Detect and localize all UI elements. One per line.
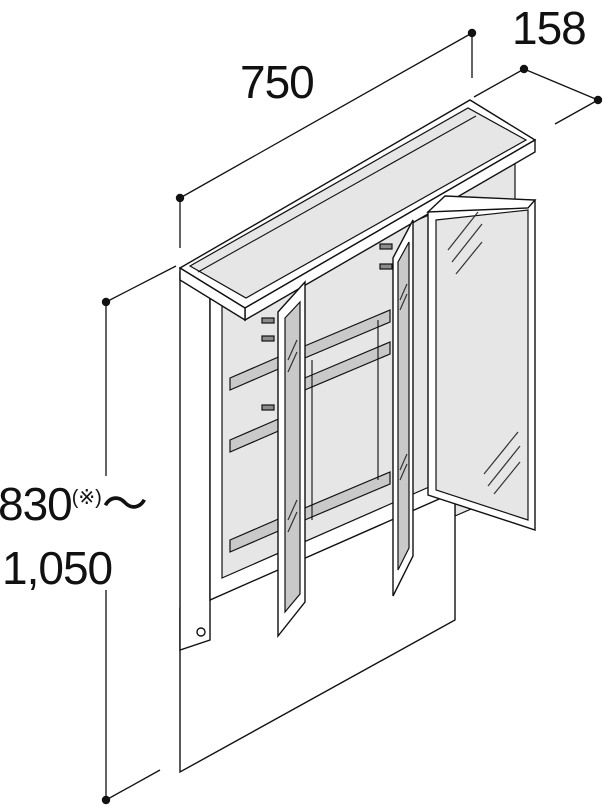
height-dim-endpoint-top [101, 297, 111, 307]
depth-dim-endpoint-left [519, 64, 529, 74]
right-door-top-edge [426, 195, 537, 213]
peg-2 [261, 335, 275, 342]
right-door-mirror [435, 209, 529, 521]
depth-dimension: 158 [473, 2, 603, 125]
peg-3 [261, 404, 275, 411]
height-label-max: 1,050 [2, 542, 112, 594]
depth-dim-endpoint-right [593, 95, 603, 105]
center-door-mirror [397, 241, 410, 571]
center-shelves [299, 309, 391, 523]
width-dimension: 750 [175, 28, 477, 248]
peg-1 [261, 317, 275, 324]
width-dim-endpoint-left [175, 193, 185, 203]
width-dim-endpoint-right [467, 28, 477, 38]
left-door-mirror [284, 300, 301, 614]
outlet-icon [196, 627, 206, 637]
shelf-pegs [261, 243, 393, 411]
top-crown-side [179, 266, 246, 322]
top-crown-inner [188, 107, 528, 299]
right-door-reflection [447, 211, 521, 495]
width-label: 750 [240, 56, 314, 108]
height-dim-endpoint-bottom [101, 795, 111, 805]
height-dimension: 830(※)～ 1,050 [0, 265, 177, 805]
cabinet [178, 99, 537, 774]
height-label-min: 830(※)～ [0, 478, 147, 530]
depth-label: 158 [512, 2, 586, 54]
peg-5 [379, 263, 393, 270]
peg-4 [379, 243, 393, 250]
cabinet-left-edge [179, 256, 211, 651]
